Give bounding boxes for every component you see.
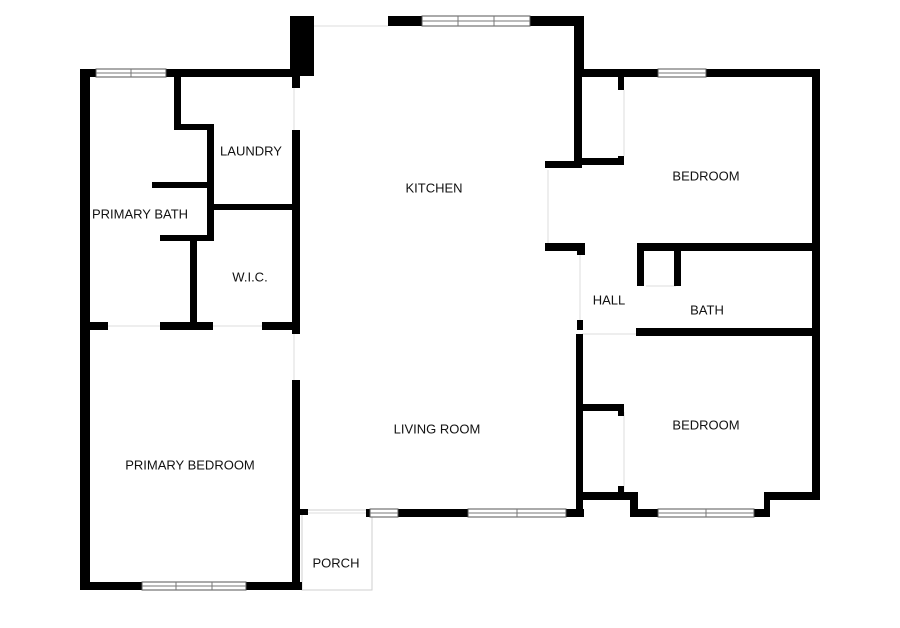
room-label-wic: W.I.C. — [232, 269, 267, 284]
room-label-bedroom-upper: BEDROOM — [672, 168, 739, 183]
windows — [95, 15, 755, 591]
room-labels: LAUNDRY KITCHEN BEDROOM PRIMARY BATH W.I… — [92, 143, 740, 570]
room-label-living-room: LIVING ROOM — [394, 421, 481, 436]
window-living-room — [467, 508, 567, 518]
window-bedroom-top — [657, 68, 707, 78]
window-kitchen-top — [421, 15, 531, 27]
window-left-top — [95, 68, 167, 78]
room-label-primary-bedroom: PRIMARY BEDROOM — [125, 457, 255, 472]
room-label-kitchen: KITCHEN — [405, 180, 462, 195]
room-label-hall: HALL — [593, 292, 626, 307]
room-label-bedroom-lower: BEDROOM — [672, 417, 739, 432]
window-bedroom-bottom — [657, 508, 755, 518]
openings — [108, 25, 676, 514]
room-label-laundry: LAUNDRY — [220, 143, 282, 158]
room-label-bath: BATH — [690, 302, 724, 317]
porch-outline — [301, 509, 373, 591]
room-label-primary-bath: PRIMARY BATH — [92, 206, 188, 221]
room-label-porch: PORCH — [313, 555, 360, 570]
window-primary-bedroom — [141, 581, 247, 591]
walls — [80, 16, 820, 590]
window-porch — [369, 508, 399, 518]
